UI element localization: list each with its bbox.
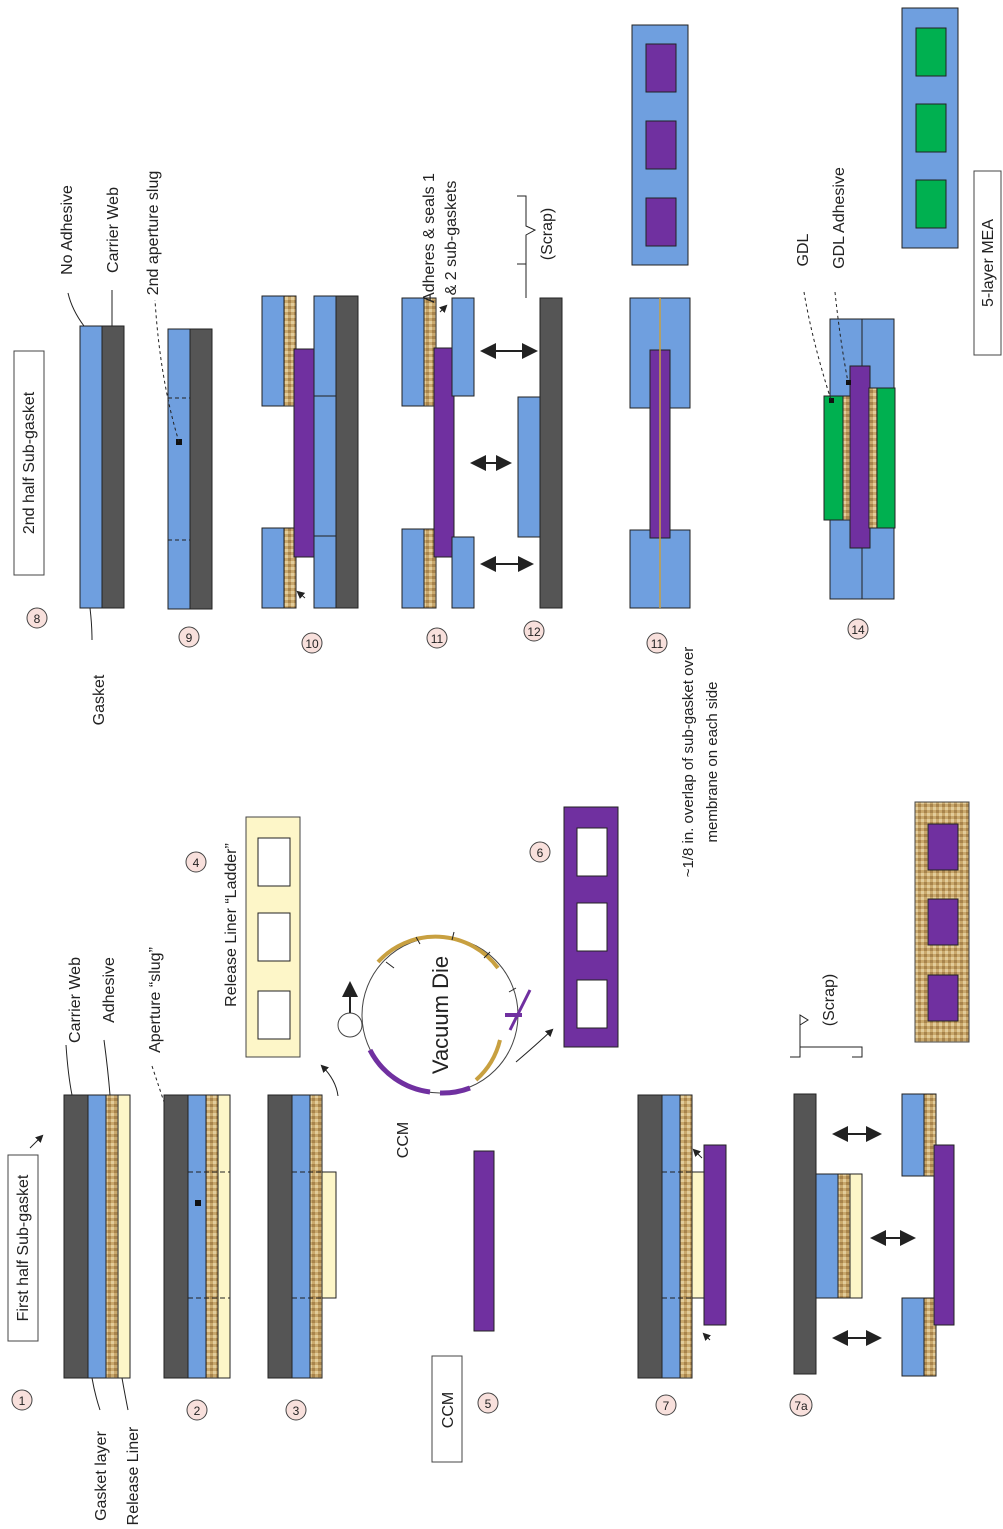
- svg-text:9: 9: [186, 631, 193, 645]
- svg-text:3: 3: [293, 1404, 300, 1418]
- ccm-die-label: CCM: [395, 1122, 412, 1158]
- svg-text:10: 10: [305, 637, 319, 651]
- ccm-box-label: CCM: [440, 1392, 457, 1428]
- to-ccm-ladder-arrow: [515, 1028, 554, 1063]
- step-5-badge: 5: [477, 1392, 499, 1414]
- step-3-badge: 3: [285, 1399, 307, 1421]
- ccm-strip: [473, 1150, 495, 1332]
- step-2-stack: [163, 1094, 231, 1379]
- no-adhesive-label: No Adhesive: [59, 185, 76, 275]
- step-11a-badge: 11: [426, 627, 448, 649]
- carrier-web-label-2: Carrier Web: [105, 187, 122, 273]
- gdl-adhesive-label: GDL Adhesive: [831, 167, 848, 269]
- svg-text:4: 4: [193, 856, 200, 870]
- step-4-badge: 4: [185, 851, 207, 873]
- svg-text:14: 14: [851, 623, 865, 637]
- second-aperture-slug-label: 2nd aperture slug: [145, 171, 162, 296]
- five-layer-label: 5-layer MEA: [980, 219, 997, 307]
- svg-text:12: 12: [527, 625, 541, 639]
- step-12-badge: 12: [523, 620, 545, 642]
- step-11b-badge: 11: [646, 632, 668, 654]
- aperture-slug-label: Aperture “slug”: [147, 947, 164, 1053]
- step-10-badge: 10: [301, 632, 323, 654]
- step-7-stack: [637, 1094, 727, 1379]
- gasket-label: Gasket: [91, 674, 108, 725]
- step-1-badge: 1: [11, 1389, 33, 1411]
- no-adhesive-leader: [67, 292, 85, 327]
- step-14-badge: 14: [847, 618, 869, 640]
- first-half-header-box: [7, 1154, 39, 1342]
- aperture-leader-2: [154, 299, 180, 443]
- svg-text:6: 6: [537, 846, 544, 860]
- release-liner-ladder: [245, 816, 301, 1058]
- adhesive-leader: [103, 1039, 111, 1096]
- step-6-badge: 6: [529, 841, 551, 863]
- step-2-badge: 2: [186, 1399, 208, 1421]
- step-9-badge: 9: [178, 626, 200, 648]
- step-11a-stack: [401, 297, 475, 609]
- step-8-badge: 8: [26, 607, 48, 629]
- scrap-brace-bottom: [790, 1014, 863, 1058]
- svg-text:7: 7: [663, 1399, 670, 1413]
- svg-text:1: 1: [19, 1394, 26, 1408]
- vacuum-die-label: Vacuum Die: [428, 956, 453, 1074]
- second-half-header: 2nd half Sub-gasket: [21, 391, 38, 534]
- first-half-header: First half Sub-gasket: [15, 1174, 32, 1321]
- gasket-leader: [89, 607, 93, 641]
- first-half-arrow: [29, 1134, 44, 1149]
- svg-text:8: 8: [34, 612, 41, 626]
- mea-box: [973, 170, 1002, 356]
- scrap-brace-top: [517, 195, 537, 298]
- carrier-leader: [65, 1044, 73, 1096]
- overlap-line-2: membrane on each side: [704, 682, 721, 843]
- to-ladder-arrow: [320, 1064, 339, 1097]
- svg-text:5: 5: [485, 1397, 492, 1411]
- step-7-badge: 7: [655, 1394, 677, 1416]
- carrier-web-label: Carrier Web: [67, 957, 84, 1043]
- scrap-label-bottom: (Scrap): [821, 974, 838, 1026]
- step-7a-stack: [793, 1093, 955, 1377]
- svg-text:11: 11: [651, 637, 664, 651]
- svg-text:7a: 7a: [794, 1399, 808, 1413]
- vacuum-die: [337, 931, 532, 1096]
- ccm-ladder-purple: [563, 806, 619, 1048]
- step-11b-stack: [629, 297, 691, 609]
- step-10-stack: [261, 295, 359, 609]
- release-ladder-label: Release Liner “Ladder”: [223, 843, 240, 1007]
- ccm-box: [431, 1355, 463, 1463]
- adhesive-ladder: [914, 801, 970, 1043]
- step-12-stack: [517, 297, 563, 609]
- step-3-stack: [267, 1094, 337, 1379]
- second-half-header-box: [13, 350, 45, 576]
- mea-ladder: [901, 7, 959, 249]
- step-14-stack: [823, 318, 896, 600]
- overlap-line-1: ~1/8 in. overlap of sub-gasket over: [680, 647, 697, 878]
- scrap-label-top: (Scrap): [539, 208, 556, 260]
- gdl-leader: [803, 291, 832, 401]
- step-9-stack: [167, 328, 213, 610]
- gasket-layer-leader: [91, 1377, 101, 1411]
- step-8-stack: [79, 325, 125, 609]
- step-7a-badge: 7a: [789, 1393, 813, 1417]
- adheres-line-2: & 2 sub-gaskets: [443, 181, 460, 296]
- gdl-label: GDL: [795, 233, 812, 266]
- svg-text:2: 2: [194, 1404, 201, 1418]
- gasket-layer-label: Gasket layer: [93, 1430, 110, 1520]
- step-1-stack: [63, 1094, 131, 1379]
- ccm-ladder-blue: [631, 24, 689, 266]
- release-liner-leader: [121, 1377, 129, 1411]
- svg-text:11: 11: [431, 632, 444, 646]
- adhesive-label: Adhesive: [101, 957, 118, 1023]
- adheres-line-1: Adheres & seals 1: [421, 173, 438, 303]
- release-liner-label: Release Liner: [125, 1426, 142, 1525]
